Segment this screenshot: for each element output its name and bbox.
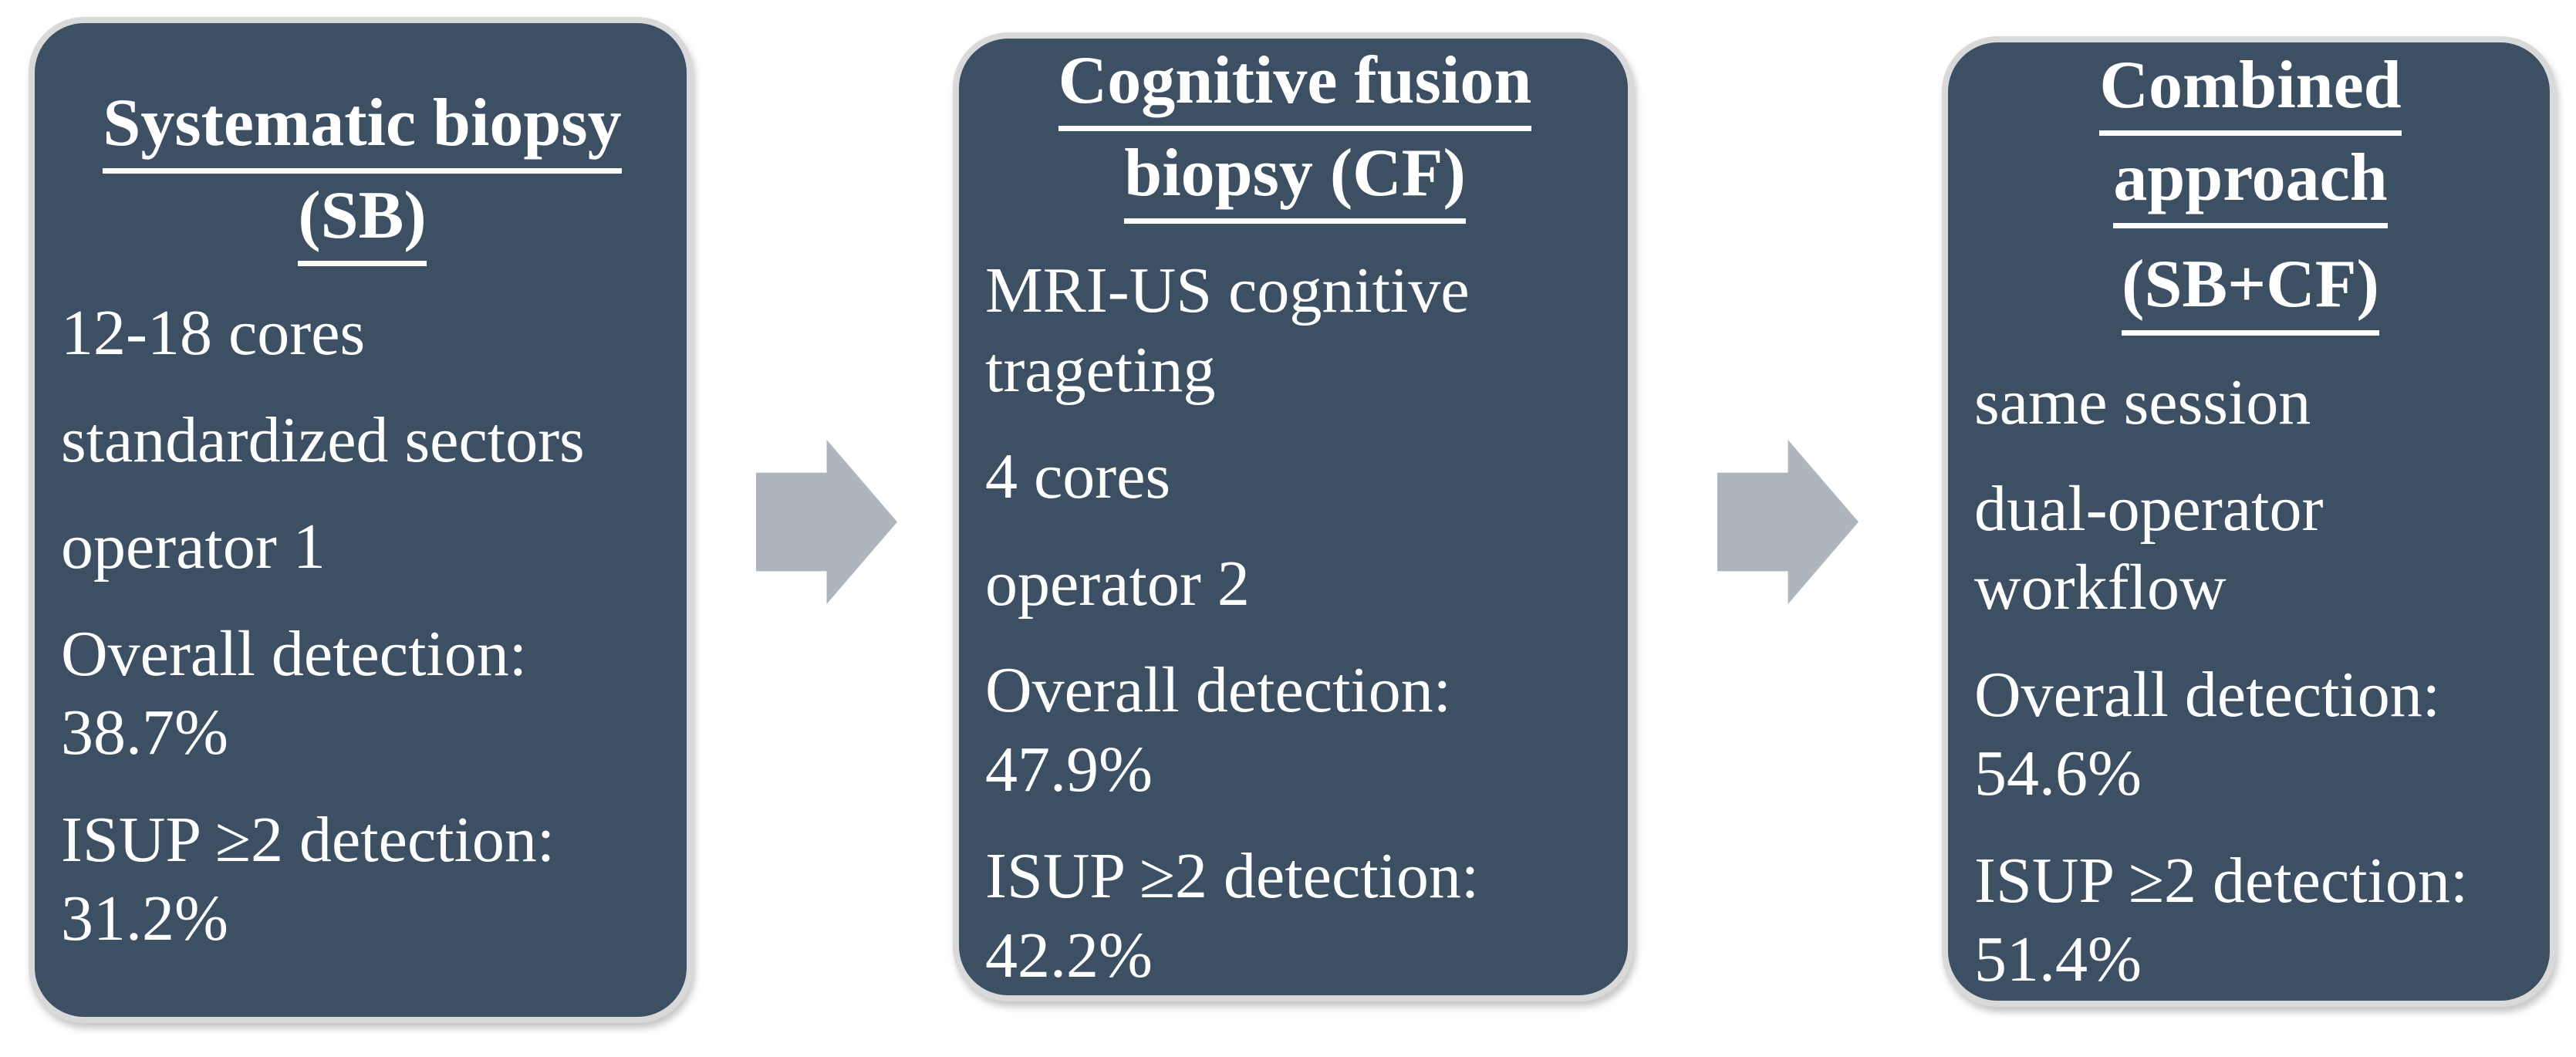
box-title-systematic-biopsy: Systematic biopsy(SB) (61, 81, 663, 267)
underlined-title-text: Cognitive fusion (1058, 39, 1532, 132)
underlined-title-text: Systematic biopsy (103, 81, 622, 174)
box-body-paragraph: 12-18 cores (61, 297, 366, 370)
box-body-paragraph: ISUP ≥2 detection: 51.4% (1974, 844, 2469, 996)
box-body-paragraph: dual-operator workflow (1974, 473, 2324, 624)
box-body-paragraph: Overall detection: 54.6% (1974, 658, 2441, 810)
box-body-paragraph: ISUP ≥2 detection: 42.2% (985, 840, 1480, 991)
box-body-paragraph: operator 1 (61, 511, 326, 583)
box-title-line: (SB+CF) (1974, 242, 2527, 336)
underlined-title-text: Combined (2099, 43, 2402, 137)
flow-box-systematic-biopsy: Systematic biopsy(SB) 12-18 cores standard… (29, 17, 693, 1023)
box-title-paragraph: Systematic biopsy(SB) (61, 81, 663, 267)
box-title-line: Cognitive fusion (985, 39, 1605, 132)
box-body-paragraph: Overall detection: 38.7% (61, 617, 528, 769)
box-body-paragraph: standardized sectors (61, 404, 585, 476)
arrow-cf-to-combined-right-arrow-icon (1717, 440, 1859, 604)
box-title-line: Combined (1974, 43, 2527, 137)
underlined-title-text: approach (2113, 136, 2388, 229)
box-body-paragraph: ISUP ≥2 detection: 31.2% (61, 803, 555, 955)
box-title-paragraph: (SB+CF) (1974, 242, 2527, 336)
box-body-paragraph: operator 2 (985, 547, 1250, 620)
box-body-paragraph: same session (1974, 366, 2311, 438)
underlined-title-text: (SB+CF) (2122, 242, 2379, 336)
arrow-sb-to-cf-right-arrow-icon (756, 440, 897, 604)
box-body-paragraph: MRI-US cognitive trageting (985, 255, 1470, 406)
box-title-line: (SB) (61, 174, 663, 267)
box-title-line: Systematic biopsy (61, 81, 663, 174)
underlined-title-text: (SB) (298, 174, 427, 267)
underlined-title-text: biopsy (CF) (1124, 131, 1466, 225)
box-title-line: approach (1974, 136, 2527, 229)
box-body-paragraph: Overall detection: 47.9% (985, 654, 1452, 805)
box-body-paragraph: 4 cores (985, 441, 1171, 513)
box-title-line: biopsy (CF) (985, 131, 1605, 225)
